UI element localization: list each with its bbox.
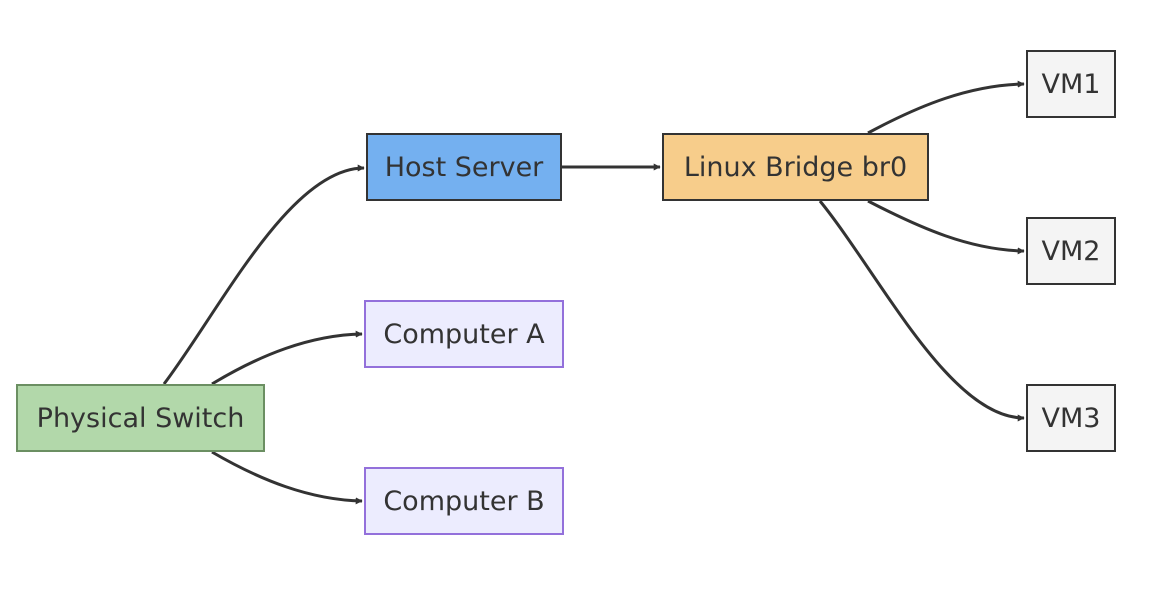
vm3-label: VM3 — [1041, 402, 1101, 434]
edge-bridge-to-vm2 — [867, 199, 1025, 255]
physical-switch-node: Physical Switch — [16, 384, 265, 452]
linux-bridge-node: Linux Bridge br0 — [662, 133, 929, 201]
vm3-node: VM3 — [1026, 384, 1116, 452]
vm2-node: VM2 — [1026, 217, 1116, 285]
computer-b-node: Computer B — [364, 467, 564, 535]
vm1-node: VM1 — [1026, 50, 1116, 118]
computer-b-label: Computer B — [383, 485, 545, 517]
physical-switch-label: Physical Switch — [36, 402, 245, 434]
host-server-node: Host Server — [366, 133, 562, 201]
edge-bridge-to-vm1 — [867, 80, 1025, 135]
host-server-label: Host Server — [384, 151, 544, 183]
edge-switch-to-computer-b — [211, 450, 363, 505]
edge-switch-to-computer-a — [211, 330, 363, 386]
vm2-label: VM2 — [1041, 235, 1101, 267]
edge-bridge-to-vm3 — [818, 200, 1025, 422]
computer-a-node: Computer A — [364, 300, 564, 368]
edge-switch-to-host — [162, 164, 365, 385]
linux-bridge-label: Linux Bridge br0 — [683, 151, 908, 183]
computer-a-label: Computer A — [383, 318, 545, 350]
vm1-label: VM1 — [1041, 68, 1101, 100]
